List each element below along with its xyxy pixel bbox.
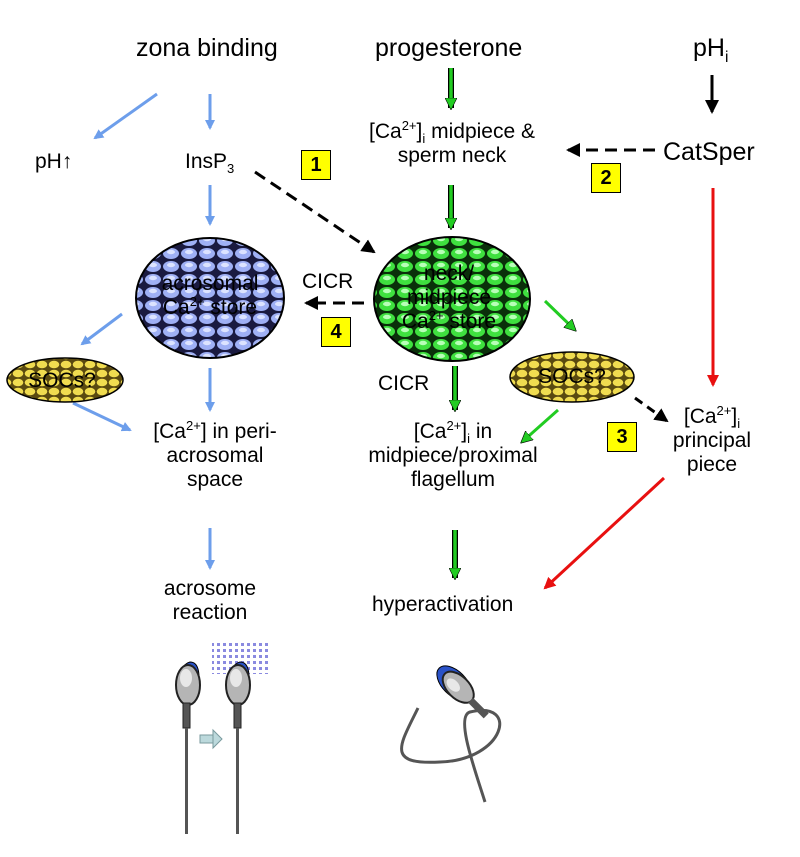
neck-store-label: neck/ midpiece Ca2+ store xyxy=(401,262,497,334)
midpiece-flagellum-label: [Ca2+]i in midpiece/proximal flagellum xyxy=(368,418,538,492)
arrow-insp3-to-neck-dashed xyxy=(254,170,376,254)
arrow-socs-to-principal-dashed xyxy=(634,396,669,423)
ph-up-label: pH↑ xyxy=(35,150,73,173)
insp3-label: InsP3 xyxy=(185,150,235,177)
arrow-neck-store-to-socs xyxy=(543,299,575,330)
socs-left-channel xyxy=(6,357,124,403)
zona-binding-label: zona binding xyxy=(136,34,278,62)
progesterone-label: progesterone xyxy=(375,34,523,62)
acrosome-reaction-label: acrosome reaction xyxy=(163,577,257,625)
arrow-zona-to-ph xyxy=(93,92,158,140)
ca-midpiece-neck-label: [Ca2+]i midpiece & sperm neck xyxy=(369,118,535,168)
badge-1: 1 xyxy=(301,150,331,180)
arrow-principal-to-hyperactivation xyxy=(543,476,666,590)
arrow-socs-to-flagellum xyxy=(522,408,559,442)
sperm-after-acrosome-reaction xyxy=(212,640,270,834)
catsper-label: CatSper xyxy=(663,138,755,166)
acrosomal-ca-store xyxy=(135,237,285,359)
badge-4: 4 xyxy=(321,317,351,347)
socs-right-channel xyxy=(509,351,635,403)
cicr-center-label: CICR xyxy=(378,372,430,395)
badge-3: 3 xyxy=(607,422,637,452)
acrosome-reaction-transition-arrow xyxy=(199,728,223,750)
acrosomal-store-label: acrosomal Ca2+ store xyxy=(161,272,259,320)
sperm-before-acrosome-reaction xyxy=(175,661,201,834)
peri-acrosomal-label: [Ca2+] in peri- acrosomal space xyxy=(153,418,277,492)
badge-2: 2 xyxy=(591,163,621,193)
socs-left-label: SOCs? xyxy=(28,369,96,392)
ph-i-label: pHi xyxy=(693,34,729,66)
principal-piece-label: [Ca2+]i principal piece xyxy=(672,403,752,477)
arrow-socs-to-peri xyxy=(72,401,132,432)
arrow-acrosomal-to-socs xyxy=(80,312,123,346)
sperm-hyperactivated xyxy=(400,665,502,803)
neck-midpiece-ca-store xyxy=(373,236,531,362)
cicr-left-label: CICR xyxy=(302,270,354,293)
socs-right-label: SOCs? xyxy=(538,365,606,388)
hyperactivation-label: hyperactivation xyxy=(372,593,514,616)
